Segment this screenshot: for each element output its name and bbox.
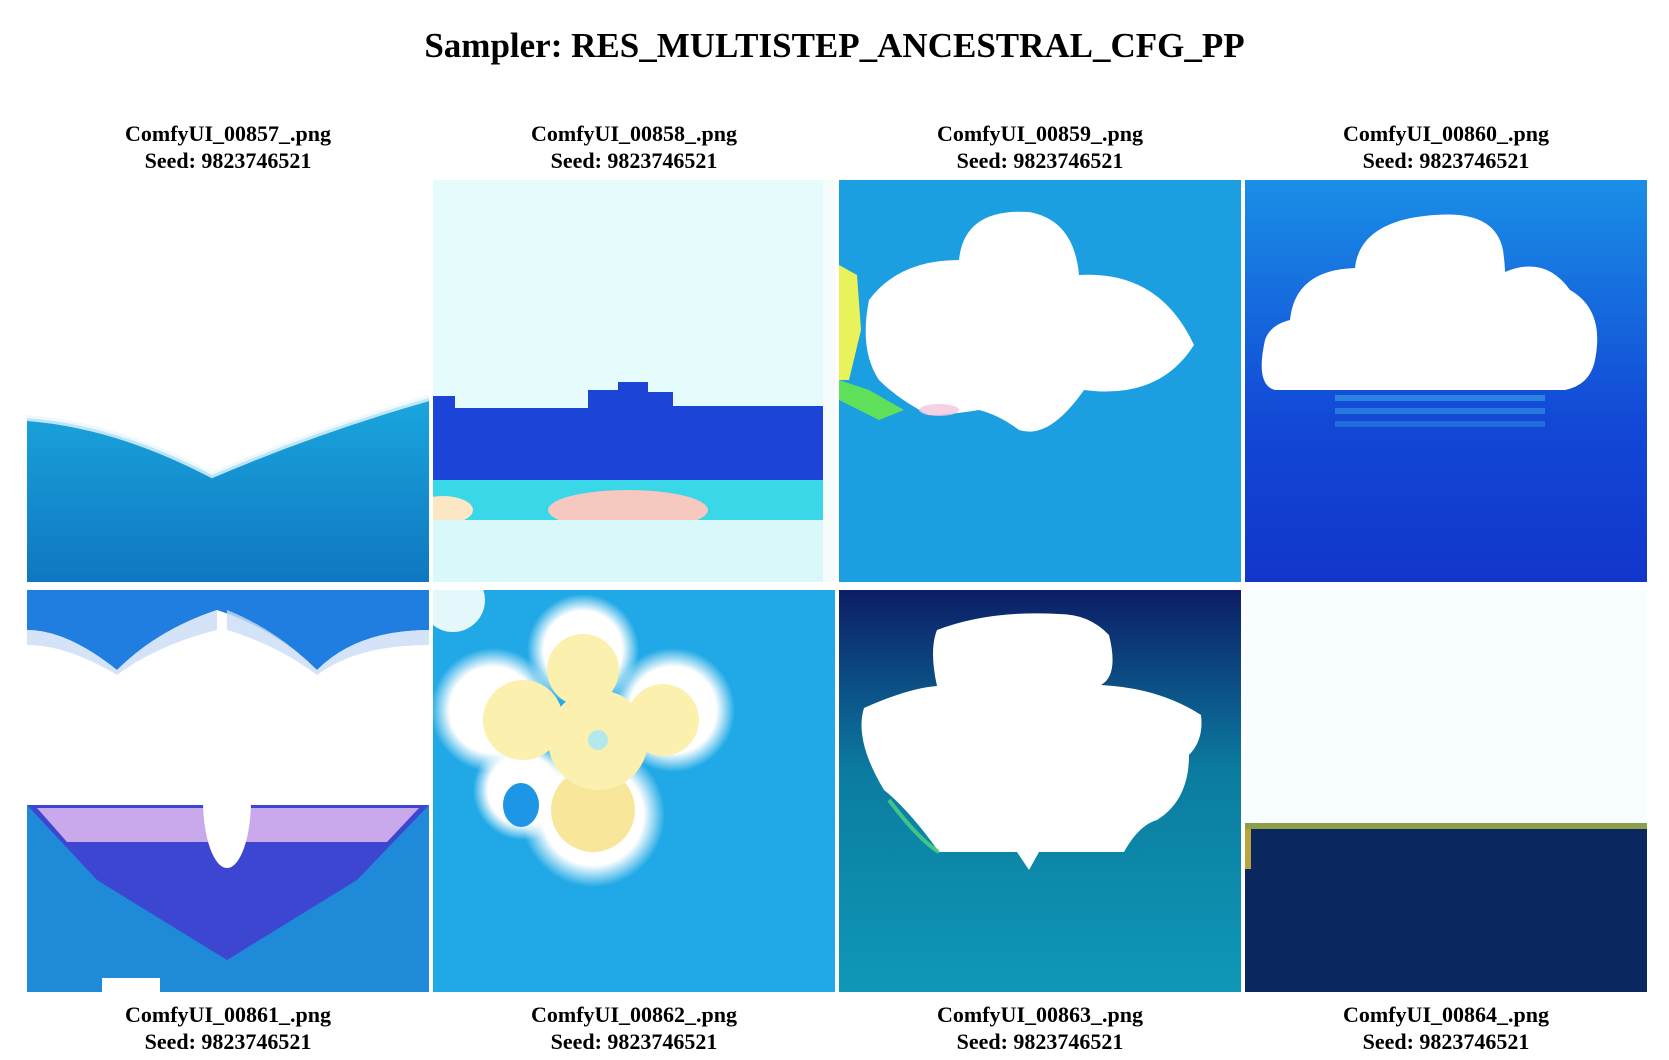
image-filename: ComfyUI_00861_.png (125, 1002, 331, 1027)
image-seed: Seed: 9823746521 (1362, 148, 1530, 173)
thumbnail-image[interactable] (839, 590, 1241, 992)
image-seed: Seed: 9823746521 (550, 1029, 718, 1054)
thumbnail-image[interactable] (1245, 590, 1647, 992)
thumbnail-image[interactable] (433, 180, 835, 582)
image-filename: ComfyUI_00860_.png (1343, 121, 1549, 146)
image-filename: ComfyUI_00859_.png (937, 121, 1143, 146)
thumbnail-image[interactable] (27, 590, 429, 992)
thumbnail-image[interactable] (27, 180, 429, 582)
image-seed: Seed: 9823746521 (144, 148, 312, 173)
image-filename: ComfyUI_00864_.png (1343, 1002, 1549, 1027)
image-caption: ComfyUI_00863_.png Seed: 9823746521 (839, 1001, 1241, 1055)
image-caption: ComfyUI_00860_.png Seed: 9823746521 (1245, 120, 1647, 174)
thumbnail-image[interactable] (839, 180, 1241, 582)
image-caption: ComfyUI_00861_.png Seed: 9823746521 (27, 1001, 429, 1055)
image-seed: Seed: 9823746521 (1362, 1029, 1530, 1054)
image-filename: ComfyUI_00858_.png (531, 121, 737, 146)
image-caption: ComfyUI_00857_.png Seed: 9823746521 (27, 120, 429, 174)
image-seed: Seed: 9823746521 (144, 1029, 312, 1054)
image-filename: ComfyUI_00862_.png (531, 1002, 737, 1027)
image-seed: Seed: 9823746521 (956, 148, 1124, 173)
page-title: Sampler: RES_MULTISTEP_ANCESTRAL_CFG_PP (424, 26, 1245, 65)
image-filename: ComfyUI_00857_.png (125, 121, 331, 146)
thumbnail-image[interactable] (1245, 180, 1647, 582)
image-caption: ComfyUI_00859_.png Seed: 9823746521 (839, 120, 1241, 174)
image-filename: ComfyUI_00863_.png (937, 1002, 1143, 1027)
image-seed: Seed: 9823746521 (550, 148, 718, 173)
image-caption: ComfyUI_00862_.png Seed: 9823746521 (433, 1001, 835, 1055)
image-seed: Seed: 9823746521 (956, 1029, 1124, 1054)
image-caption: ComfyUI_00864_.png Seed: 9823746521 (1245, 1001, 1647, 1055)
thumbnail-image[interactable] (433, 590, 835, 992)
image-caption: ComfyUI_00858_.png Seed: 9823746521 (433, 120, 835, 174)
